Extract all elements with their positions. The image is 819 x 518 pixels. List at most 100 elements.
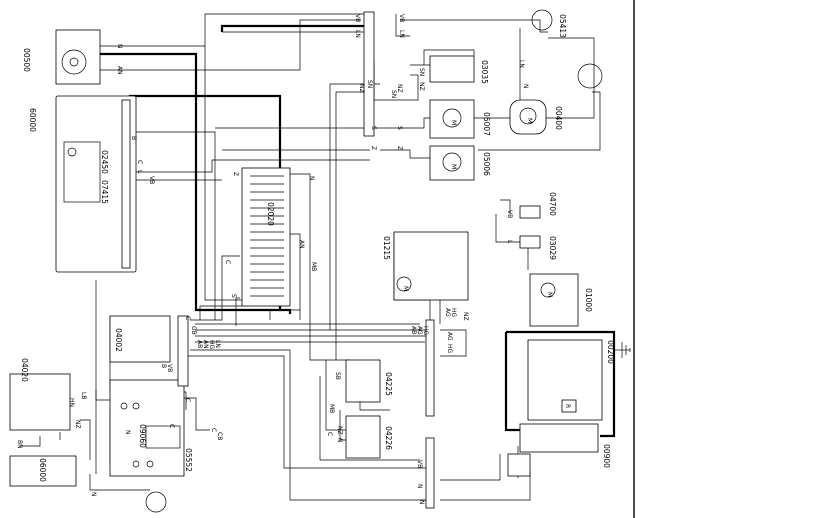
- label-07415: 07415: [100, 180, 109, 204]
- label-04700: 04700: [548, 192, 557, 216]
- wire-label: HG: [208, 340, 215, 350]
- wire-label: VB: [506, 210, 513, 218]
- wire-label: MB: [310, 262, 317, 271]
- wire-label: AB: [196, 340, 203, 348]
- wire-label: L: [506, 240, 513, 244]
- wire-label: S: [370, 126, 377, 130]
- wire-label: NZ: [396, 84, 403, 93]
- label-01215: 01215: [382, 236, 391, 260]
- wire-label: BN: [16, 440, 23, 449]
- wire-label: HN: [68, 398, 75, 407]
- label-05413: 05413: [558, 14, 567, 38]
- wire-label: B: [130, 136, 137, 140]
- wire-label: LN: [214, 340, 221, 348]
- wire-label: C: [184, 316, 191, 320]
- wire-label: B: [160, 364, 167, 368]
- wire-label: AG: [444, 308, 451, 317]
- wire-label: VB: [354, 14, 361, 22]
- wire-label: M: [450, 164, 457, 169]
- wire-label: AB: [410, 326, 417, 334]
- wire-label: Z: [232, 172, 239, 176]
- label-00900: 00900: [602, 444, 611, 468]
- wire-label: AG: [416, 326, 423, 335]
- wire-label: SN: [418, 68, 425, 76]
- label-02020: 02020: [266, 202, 275, 226]
- label-00400: 00400: [554, 106, 563, 130]
- label-09060: 09060: [138, 424, 147, 448]
- wire-lines: [20, 13, 601, 501]
- wire-label: N: [336, 438, 343, 443]
- wire-label: N: [90, 492, 97, 497]
- wire-label: M: [402, 286, 409, 291]
- wire-label: R: [564, 404, 571, 408]
- wire-label: S: [396, 126, 403, 130]
- wire-label: C: [136, 160, 143, 164]
- wire-label: AN: [202, 340, 209, 349]
- wire-labels: N AN VB LN VB LN SN NZ SN NZ S S Z Z SN …: [16, 14, 571, 505]
- wire-label: N: [418, 500, 425, 505]
- wire-label: Z: [370, 146, 377, 150]
- wire-label: C: [168, 424, 175, 428]
- wire-label: CB: [216, 432, 223, 440]
- wire-label: L: [136, 170, 143, 174]
- wire-label: LN: [518, 60, 525, 68]
- label-01000: 01000: [584, 288, 593, 312]
- wire-label: GB: [190, 326, 197, 335]
- wire-label: LB: [80, 392, 87, 399]
- wire-label: C: [224, 260, 231, 264]
- wire-label: LN: [398, 30, 405, 38]
- wire-label: VB: [148, 176, 155, 184]
- wire-label: LN: [354, 30, 361, 38]
- wire-label: Z: [396, 146, 403, 150]
- wire-label: HG: [450, 308, 457, 318]
- label-05007: 05007: [482, 112, 491, 136]
- label-06000: 06000: [38, 458, 47, 482]
- wire-label: AN: [116, 66, 123, 75]
- wire-label: NZ: [462, 312, 469, 321]
- wire-label: NZ: [336, 426, 343, 435]
- wire-label: N: [416, 484, 423, 489]
- label-02450: 02450: [100, 150, 109, 174]
- wire-label: VB: [398, 14, 405, 22]
- wire-label: N: [308, 176, 315, 181]
- label-03035: 03035: [480, 60, 489, 84]
- wire-label: C: [210, 428, 217, 432]
- wire-label: N: [522, 84, 529, 89]
- wire-label: SN: [390, 90, 397, 98]
- wire-label: VB: [166, 364, 173, 372]
- wire-label: N: [124, 430, 131, 435]
- component-labels: 00500 60000 02450 07415 04020 06000 0400…: [20, 14, 615, 482]
- wire-label: HG: [446, 344, 453, 354]
- wire-label: HG: [422, 326, 429, 336]
- wire-label: M: [546, 292, 553, 297]
- label-60000: 60000: [28, 108, 37, 132]
- label-00200: 00200: [606, 340, 615, 364]
- label-05552: 05552: [184, 448, 193, 472]
- wire-label: NZ: [418, 82, 425, 91]
- wire-label: SB: [334, 372, 341, 380]
- label-05006: 05006: [482, 152, 491, 176]
- connector-strips: [121, 11, 435, 509]
- label-00500: 00500: [22, 48, 31, 72]
- wire-label: S: [230, 294, 237, 298]
- component-bodies: [9, 9, 631, 513]
- wire-label: M: [526, 118, 533, 123]
- wire-label: SN: [366, 80, 373, 88]
- wire-label: NZ: [74, 420, 81, 429]
- wire-label: N: [116, 44, 123, 49]
- wire-label: VB: [416, 460, 423, 468]
- wire-label: AG: [446, 332, 453, 341]
- wire-label: MB: [328, 404, 335, 413]
- wire-label: C: [184, 398, 191, 402]
- label-04226: 04226: [384, 426, 393, 450]
- wire-label: C: [326, 432, 333, 436]
- label-04002: 04002: [114, 328, 123, 352]
- label-04225: 04225: [384, 372, 393, 396]
- label-03029: 03029: [548, 236, 557, 260]
- fuse-block: [241, 167, 291, 307]
- wire-label: NZ: [358, 84, 365, 93]
- label-04020: 04020: [20, 358, 29, 382]
- wire-label: M: [450, 120, 457, 125]
- wire-label: AN: [298, 240, 305, 249]
